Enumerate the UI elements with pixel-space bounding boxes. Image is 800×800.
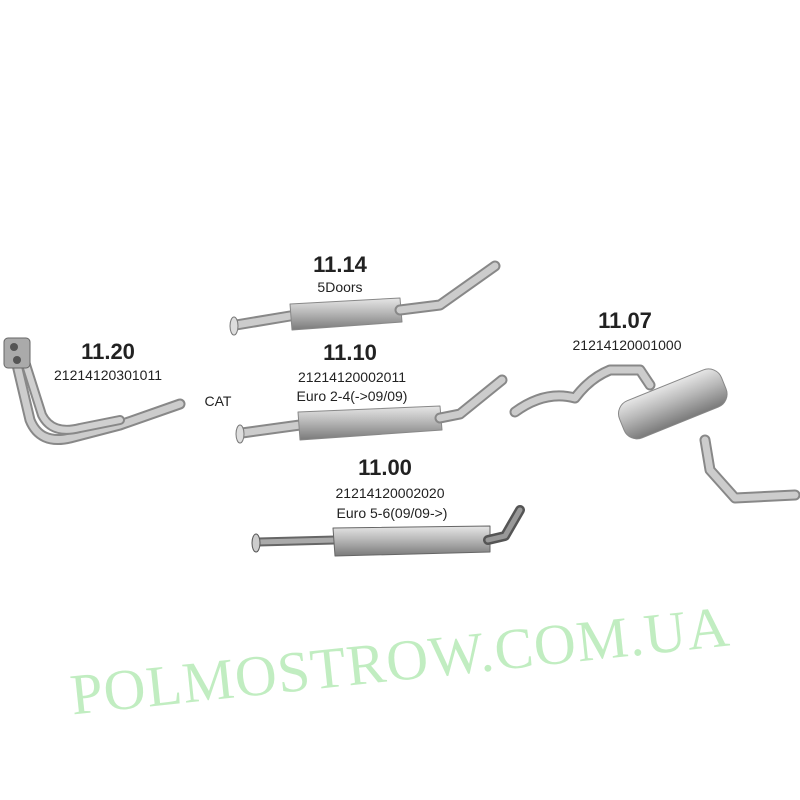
- part-11-00-note: Euro 5-6(09/09->): [336, 505, 448, 521]
- part-11-20-drawing: [3, 337, 186, 445]
- part-11-07-drawing: [509, 364, 800, 504]
- part-11-20-code: 21214120301011: [54, 367, 162, 383]
- part-11-07-number: 11.07: [598, 308, 652, 333]
- part-11-00-number: 11.00: [358, 455, 412, 480]
- part-11-20-number: 11.20: [81, 339, 135, 364]
- part-11-14-drawing: [229, 260, 501, 336]
- part-11-20-note: CAT: [204, 393, 232, 409]
- part-11-00-drawing: [251, 505, 525, 557]
- part-11-10-number: 11.10: [323, 340, 377, 365]
- watermark: POLMOSTROW.COM.UA: [67, 594, 733, 728]
- part-11-10-drawing: [235, 374, 508, 444]
- part-11-10-note: Euro 2-4(->09/09): [296, 388, 408, 404]
- part-11-10-code: 21214120002011: [298, 369, 406, 385]
- part-11-07-code: 21214120001000: [572, 337, 682, 353]
- part-11-00-code: 21214120002020: [335, 485, 445, 501]
- part-11-14-number: 11.14: [313, 252, 367, 277]
- part-11-14-note: 5Doors: [317, 279, 363, 295]
